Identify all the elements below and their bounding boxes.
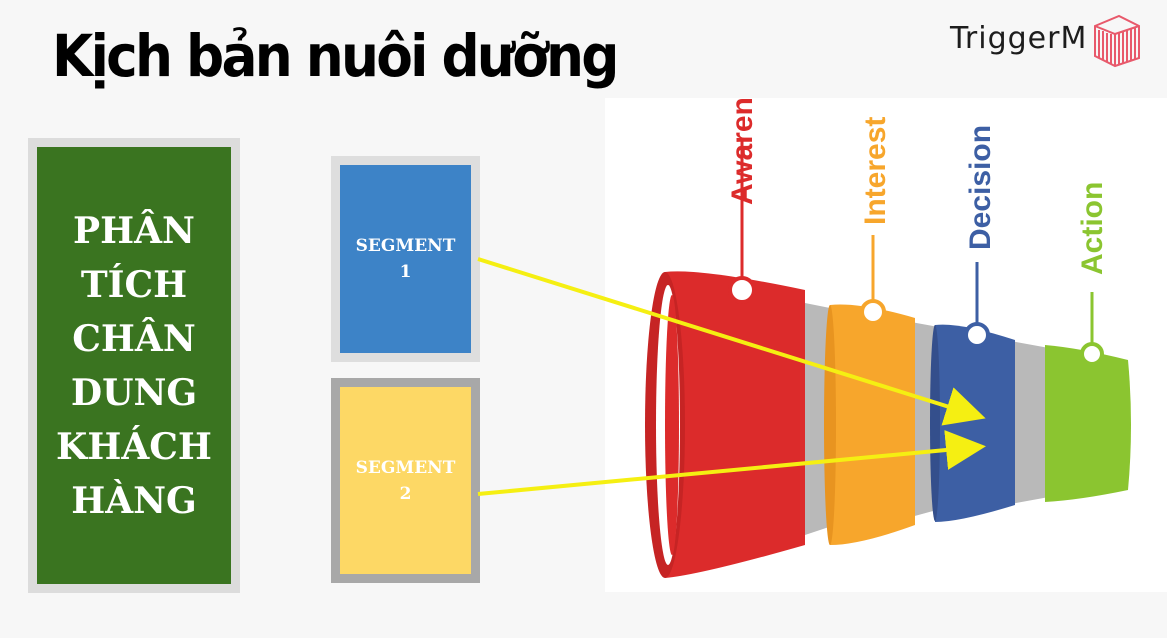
funnel-stage-interest: Interest — [824, 117, 915, 545]
stage-label-interest: Interest — [859, 117, 892, 225]
stage-label-awareness: Awaren — [726, 97, 759, 205]
funnel-stage-decision: Decision — [930, 125, 1015, 522]
stage-label-action: Action — [1076, 182, 1109, 275]
stage-label-decision: Decision — [964, 125, 997, 250]
funnel-stage-action: Action — [1045, 182, 1131, 502]
